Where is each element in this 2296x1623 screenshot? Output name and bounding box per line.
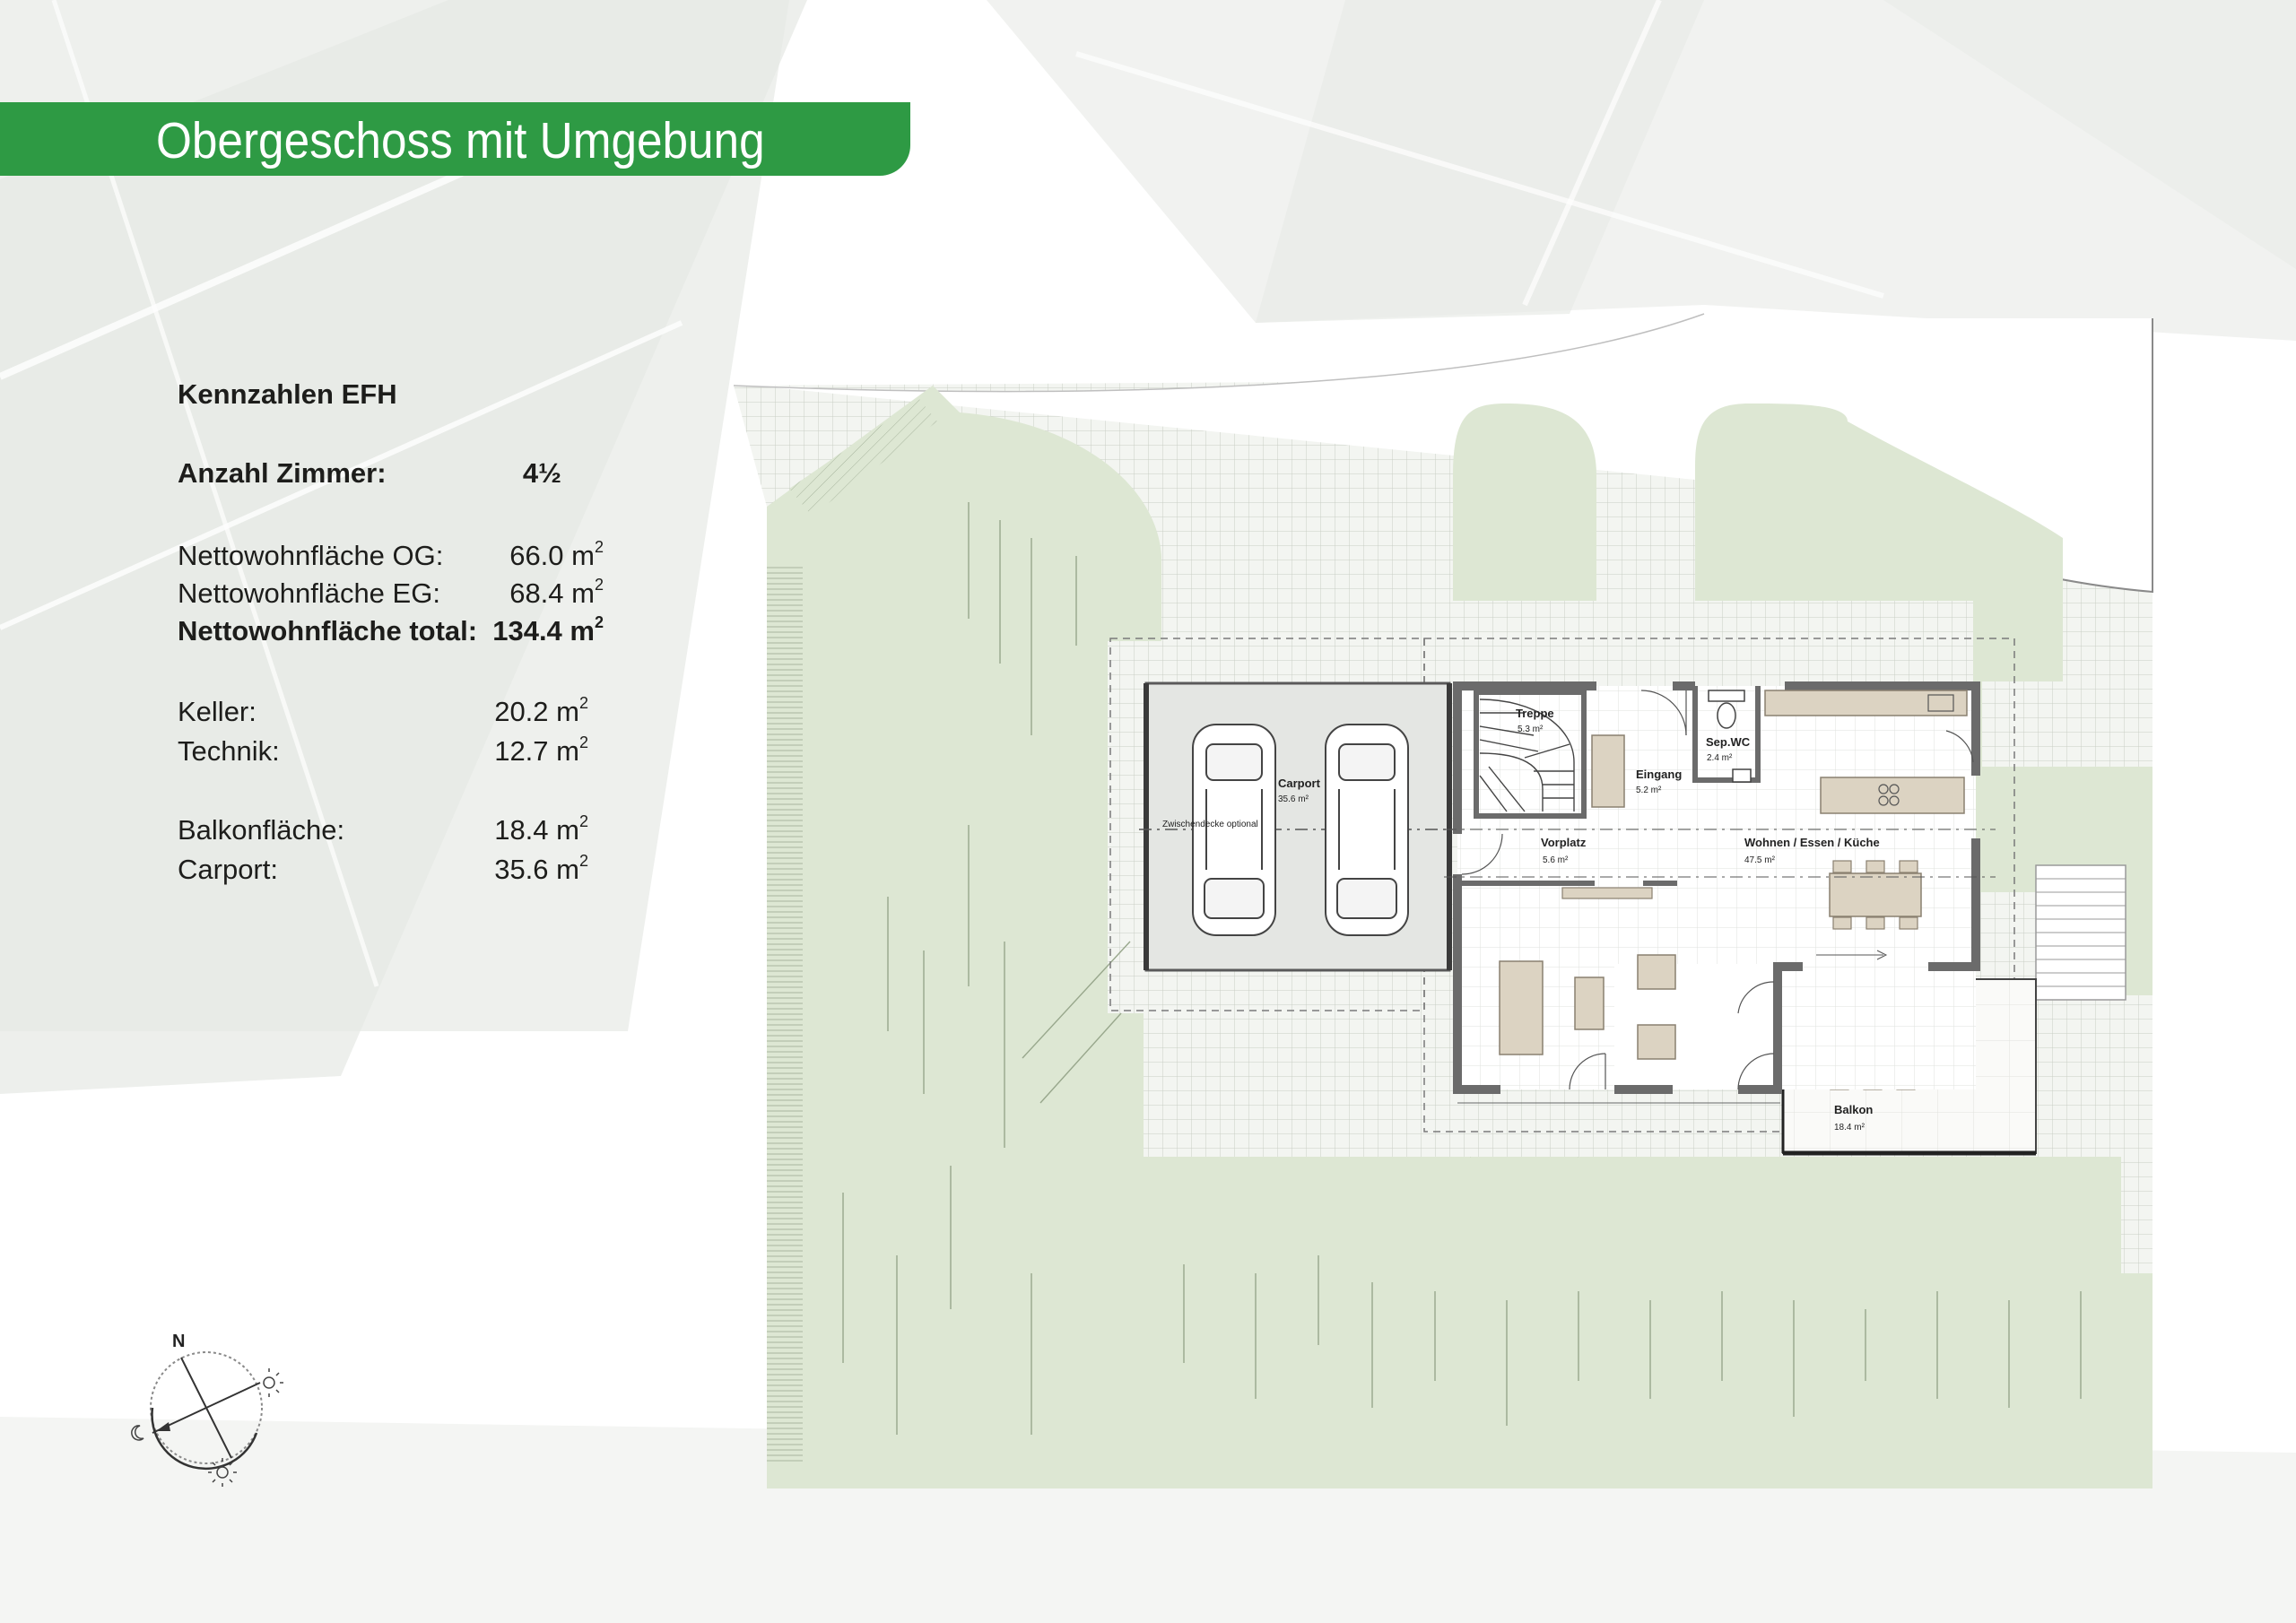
row-carport: Carport: 35.6 m2 xyxy=(178,852,588,890)
toilet-icon xyxy=(1708,690,1752,783)
sofa xyxy=(1499,960,1544,1055)
row-value: 68.4 m2 xyxy=(509,576,604,609)
car-icon xyxy=(1192,724,1276,936)
armchair xyxy=(1637,954,1676,990)
kitchen-island xyxy=(1820,777,1965,814)
row-balkon: Balkonfläche: 18.4 m2 xyxy=(178,812,588,850)
row-keller: Keller: 20.2 m2 xyxy=(178,694,588,732)
compass: N xyxy=(131,1332,283,1487)
room-area-treppe: 5.3 m² xyxy=(1518,725,1544,734)
row-label: Nettowohnfläche total: xyxy=(178,615,478,647)
room-label-eingang: Eingang xyxy=(1636,768,1682,781)
row-value: 66.0 m2 xyxy=(509,538,604,571)
row-value: 20.2 m2 xyxy=(494,694,588,727)
stair-icon xyxy=(1479,699,1575,812)
wardrobe xyxy=(1591,734,1625,808)
lawn-small xyxy=(1453,404,1596,601)
title-bar: Obergeschoss mit Umgebung xyxy=(0,102,910,176)
row-label: Nettowohnfläche OG: xyxy=(178,540,444,571)
room-area-eingang: 5.2 m² xyxy=(1636,785,1662,795)
house-floor xyxy=(1444,681,1996,1104)
room-label-balkon: Balkon xyxy=(1834,1103,1873,1116)
lawn-areas xyxy=(767,386,2152,1488)
row-label: Anzahl Zimmer: xyxy=(178,457,387,489)
house-outline xyxy=(1423,638,2015,1133)
room-label-carport: Carport xyxy=(1278,777,1321,790)
row-nwf-og: Nettowohnfläche OG: 66.0 m2 xyxy=(178,538,604,576)
row-label: Technik: xyxy=(178,735,280,767)
row-value: 18.4 m2 xyxy=(494,812,588,846)
room-label-wohnen: Wohnen / Essen / Küche xyxy=(1744,836,1880,849)
row-label: Nettowohnfläche EG: xyxy=(178,577,440,609)
carport xyxy=(1139,681,1453,972)
row-zimmer: Anzahl Zimmer: 4½ xyxy=(178,457,561,493)
row-value: 12.7 m2 xyxy=(494,733,588,767)
row-technik: Technik: 12.7 m2 xyxy=(178,733,588,771)
car-icon xyxy=(1325,724,1409,936)
kennzahlen-heading: Kennzahlen EFH xyxy=(178,378,397,410)
sun-icon xyxy=(263,1368,283,1397)
moon-icon xyxy=(131,1425,144,1441)
row-label: Balkonfläche: xyxy=(178,814,345,846)
dining-table xyxy=(1829,872,1922,917)
row-value: 4½ xyxy=(522,457,561,489)
room-area-balkon: 18.4 m² xyxy=(1834,1123,1866,1133)
row-value: 134.4 m2 xyxy=(492,613,604,647)
row-nwf-eg: Nettowohnfläche EG: 68.4 m2 xyxy=(178,576,604,613)
coffee-table xyxy=(1574,976,1605,1030)
kitchen-counter xyxy=(1764,690,1968,716)
row-label: Carport: xyxy=(178,854,278,885)
room-area-vorplatz: 5.6 m² xyxy=(1543,855,1569,865)
sun-icon xyxy=(208,1458,237,1487)
room-label-treppe: Treppe xyxy=(1516,707,1554,720)
page-title: Obergeschoss mit Umgebung xyxy=(156,112,765,169)
arrow-icon xyxy=(156,1422,170,1431)
north-label: N xyxy=(172,1332,185,1351)
room-area-carport: 35.6 m² xyxy=(1278,794,1309,804)
slope-hatch xyxy=(767,565,803,1462)
armchair xyxy=(1637,1024,1676,1060)
room-area-wohnen: 47.5 m² xyxy=(1744,855,1776,865)
sideboard xyxy=(1561,887,1653,899)
room-area-sepwc: 2.4 m² xyxy=(1707,753,1733,763)
row-value: 35.6 m2 xyxy=(494,852,588,885)
row-nwf-total: Nettowohnfläche total: 134.4 m2 xyxy=(178,613,604,651)
carport-outline xyxy=(1109,638,1425,1011)
room-label-vorplatz: Vorplatz xyxy=(1541,836,1587,849)
road xyxy=(735,318,2152,592)
note-zwischendecke: Zwischendecke optional xyxy=(1162,820,1258,829)
row-label: Keller: xyxy=(178,696,257,727)
room-label-sepwc: Sep.WC xyxy=(1706,735,1751,749)
